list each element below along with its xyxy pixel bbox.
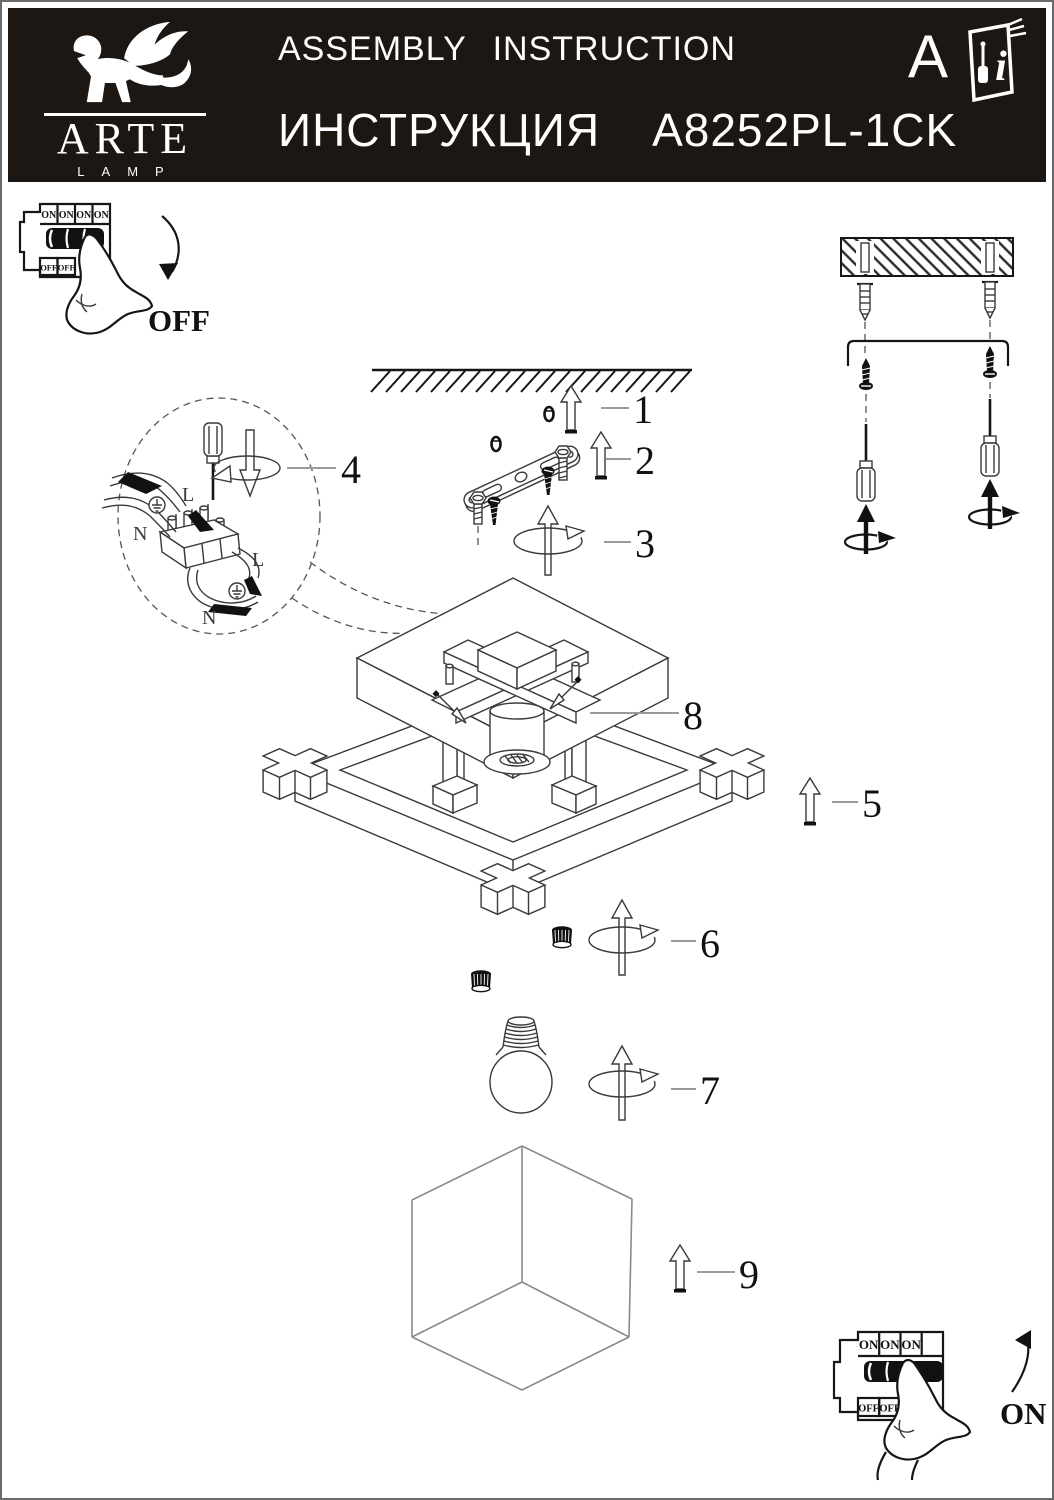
wall-plug-small-icon — [543, 405, 555, 423]
winged-lion-icon — [72, 21, 192, 103]
step-5: 5 — [799, 777, 882, 827]
wall-plug-icon — [855, 282, 875, 322]
frame-end-cap — [480, 863, 546, 915]
off-panel-off-label: OFF — [40, 263, 57, 273]
off-panel-off-label: OFF — [58, 263, 75, 273]
stud-pin — [445, 661, 580, 685]
frame-post — [550, 735, 598, 815]
mounting-strap — [463, 445, 581, 513]
supply-wires — [101, 472, 214, 538]
info-letter: i — [995, 44, 1007, 90]
step-9: 9 — [669, 1244, 759, 1297]
frame-end-cap — [699, 748, 765, 800]
insert-arrow — [560, 385, 582, 435]
screwdriver-icon — [855, 422, 877, 503]
tighten-arrow — [843, 502, 898, 556]
frame-end-cap — [262, 748, 328, 800]
step-2: 2 — [463, 431, 655, 545]
pointing-hand — [65, 233, 154, 335]
rotate-off-arrow — [159, 215, 180, 280]
lamp-frame: 8 — [262, 577, 765, 915]
ceiling-line — [370, 368, 692, 393]
wiring-detail: L N L N 4 — [101, 397, 453, 635]
step-6: 6 — [470, 898, 720, 993]
off-panel-on-label: ON — [76, 210, 92, 221]
wire-label-neutral: N — [202, 607, 216, 629]
step-number-1: 1 — [633, 387, 653, 432]
step-number-4: 4 — [341, 447, 361, 492]
power-off-illustration: ON ON ON ON OFF OFF OFF — [18, 202, 210, 338]
push-down-arrow — [238, 429, 262, 498]
wire-label-live: L — [252, 549, 264, 571]
light-bulb — [489, 1016, 553, 1114]
off-panel-on-label: ON — [59, 210, 75, 221]
cube-shade — [411, 1145, 633, 1391]
step-number-2: 2 — [635, 438, 655, 483]
terminal-block — [158, 504, 241, 570]
power-on-illustration: ON ON ON OFF OFF ON — [832, 1330, 1047, 1481]
align-arrow — [432, 676, 582, 724]
on-panel-on-label: ON — [859, 1337, 879, 1352]
cross-bracket — [430, 631, 602, 725]
step-1: 1 — [543, 385, 653, 435]
mounting-bar — [846, 339, 1010, 366]
screw-icon — [486, 495, 502, 526]
turn-arrowhead — [210, 464, 232, 483]
screw-icon — [540, 465, 556, 496]
on-panel-off-label: OFF — [858, 1404, 879, 1415]
stud-bolt — [554, 445, 572, 481]
model-number: A8252PL-1CK — [652, 104, 958, 156]
logo-rule — [44, 113, 206, 116]
wall-plug-small-icon — [490, 435, 502, 453]
step-3: 3 — [513, 504, 655, 576]
screwdriver-icon — [978, 41, 988, 83]
wall-plug-icon — [980, 280, 1000, 320]
step-number-6: 6 — [700, 921, 720, 966]
step-number-5: 5 — [862, 781, 882, 826]
knurled-nut-icon — [551, 925, 573, 949]
brand-name: ARTE — [56, 114, 194, 163]
brand-logo: ARTE LAMP — [44, 18, 206, 179]
on-caption: ON — [1000, 1396, 1047, 1431]
header-bar: ARTE LAMP ASSEMBLY INSTRUCTION ИНСТРУКЦИ… — [8, 8, 1046, 182]
stud-bolt — [469, 491, 487, 545]
step-number-9: 9 — [739, 1252, 759, 1297]
brand-subtitle: LAMP — [77, 164, 181, 179]
off-panel-on-label: ON — [41, 210, 57, 221]
wire-label-live: L — [182, 484, 194, 506]
header-titles: ASSEMBLY INSTRUCTION ИНСТРУКЦИЯ A8252PL-… — [278, 30, 956, 157]
step-number-8: 8 — [683, 693, 703, 738]
page-letter: A — [908, 23, 949, 90]
lamp-socket — [483, 702, 551, 775]
fixture-wires — [186, 547, 262, 616]
rotate-on-arrow — [1011, 1330, 1031, 1393]
lift-arrow — [669, 1244, 691, 1294]
on-panel-on-label: ON — [880, 1337, 900, 1352]
step-number-7: 7 — [700, 1068, 720, 1113]
on-panel-off-label: OFF — [879, 1404, 900, 1415]
booklet-info-icon: i — [968, 17, 1027, 103]
off-caption: OFF — [148, 303, 210, 338]
step-number-3: 3 — [635, 521, 655, 566]
screwdriver-icon — [979, 397, 1001, 478]
off-panel-on-label: ON — [94, 210, 110, 221]
tighten-arrow — [967, 477, 1022, 531]
screw-icon — [982, 345, 998, 379]
lift-arrow — [799, 777, 821, 827]
ceiling-fixing-illustration — [840, 237, 1022, 556]
title-russian: ИНСТРУКЦИЯ — [278, 104, 601, 156]
on-panel-on-label: ON — [901, 1337, 921, 1352]
step-7: 7 — [489, 1016, 720, 1121]
screw-icon — [858, 357, 874, 391]
pointing-hand — [876, 1358, 972, 1481]
mount-arrow — [590, 431, 612, 481]
wire-label-neutral: N — [133, 523, 147, 545]
frame-post — [431, 735, 479, 815]
knurled-nut-icon — [470, 969, 492, 993]
title-english: ASSEMBLY INSTRUCTION — [278, 30, 736, 68]
